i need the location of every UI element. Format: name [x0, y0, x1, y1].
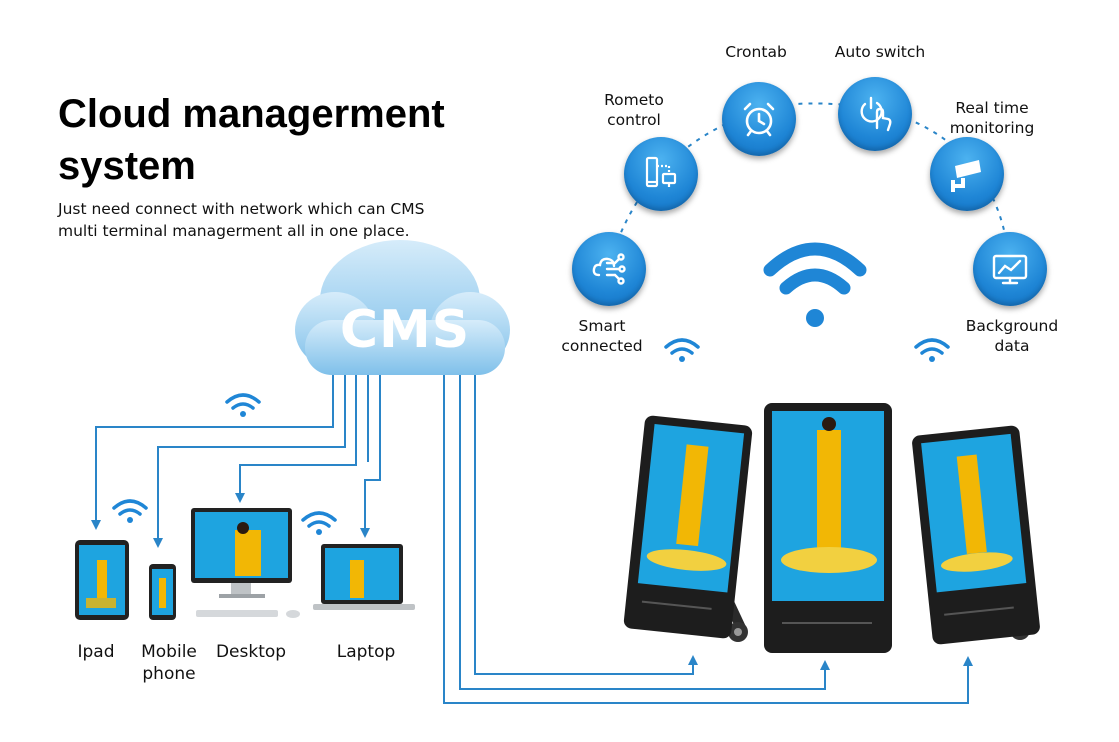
- page-title: Cloud managerment system: [58, 88, 498, 192]
- cms-cloud-icon: [295, 240, 510, 375]
- wifi-icon-small-left: [664, 338, 700, 355]
- kiosk-display-1: [623, 415, 753, 642]
- wifi-icon-small-ipad: [112, 499, 148, 516]
- wifi-icon-small-cms: [225, 393, 261, 410]
- desktop-computer-icon: [191, 508, 300, 618]
- mobile-phone-icon: [149, 564, 176, 620]
- kiosk-connection-lines: [443, 375, 969, 704]
- auto-switch-label: Auto switch: [834, 43, 926, 61]
- kiosk-display-2: [764, 403, 892, 653]
- monitor-chart-icon: [992, 254, 1028, 285]
- device-connection-lines: [95, 375, 381, 540]
- cloud-network-icon: [592, 253, 626, 285]
- cctv-camera-icon: [951, 160, 981, 192]
- subtitle-line-2: multi terminal managerment all in one pl…: [58, 222, 410, 240]
- background-data-button[interactable]: [973, 232, 1047, 306]
- auto-switch-button[interactable]: [838, 77, 912, 151]
- remote-control-button[interactable]: [624, 137, 698, 211]
- wifi-icon-small-desktop: [301, 511, 337, 528]
- subtitle-line-1: Just need connect with network which can…: [58, 200, 425, 218]
- real-time-monitoring-button[interactable]: [930, 137, 1004, 211]
- cms-label: CMS: [339, 300, 471, 360]
- title-line-2: system: [58, 144, 196, 188]
- ipad-device-icon: [75, 540, 129, 620]
- device-label-desktop: Desktop: [215, 642, 287, 662]
- device-label-ipad: Ipad: [77, 642, 115, 662]
- crontab-button[interactable]: [722, 82, 796, 156]
- smart-connected-button[interactable]: [572, 232, 646, 306]
- kiosk-display-3: [912, 425, 1040, 645]
- subtitle: Just need connect with network which can…: [58, 198, 478, 242]
- title-line-1: Cloud managerment: [58, 92, 445, 136]
- alarm-clock-icon: [743, 102, 775, 137]
- wifi-icon-large: [763, 242, 867, 295]
- remote-display-icon: [645, 156, 677, 188]
- device-label-laptop: Laptop: [336, 642, 396, 662]
- power-touch-icon: [860, 96, 892, 132]
- laptop-computer-icon: [313, 544, 415, 610]
- wifi-icon-small-right: [914, 338, 950, 355]
- crontab-label: Crontab: [725, 43, 787, 61]
